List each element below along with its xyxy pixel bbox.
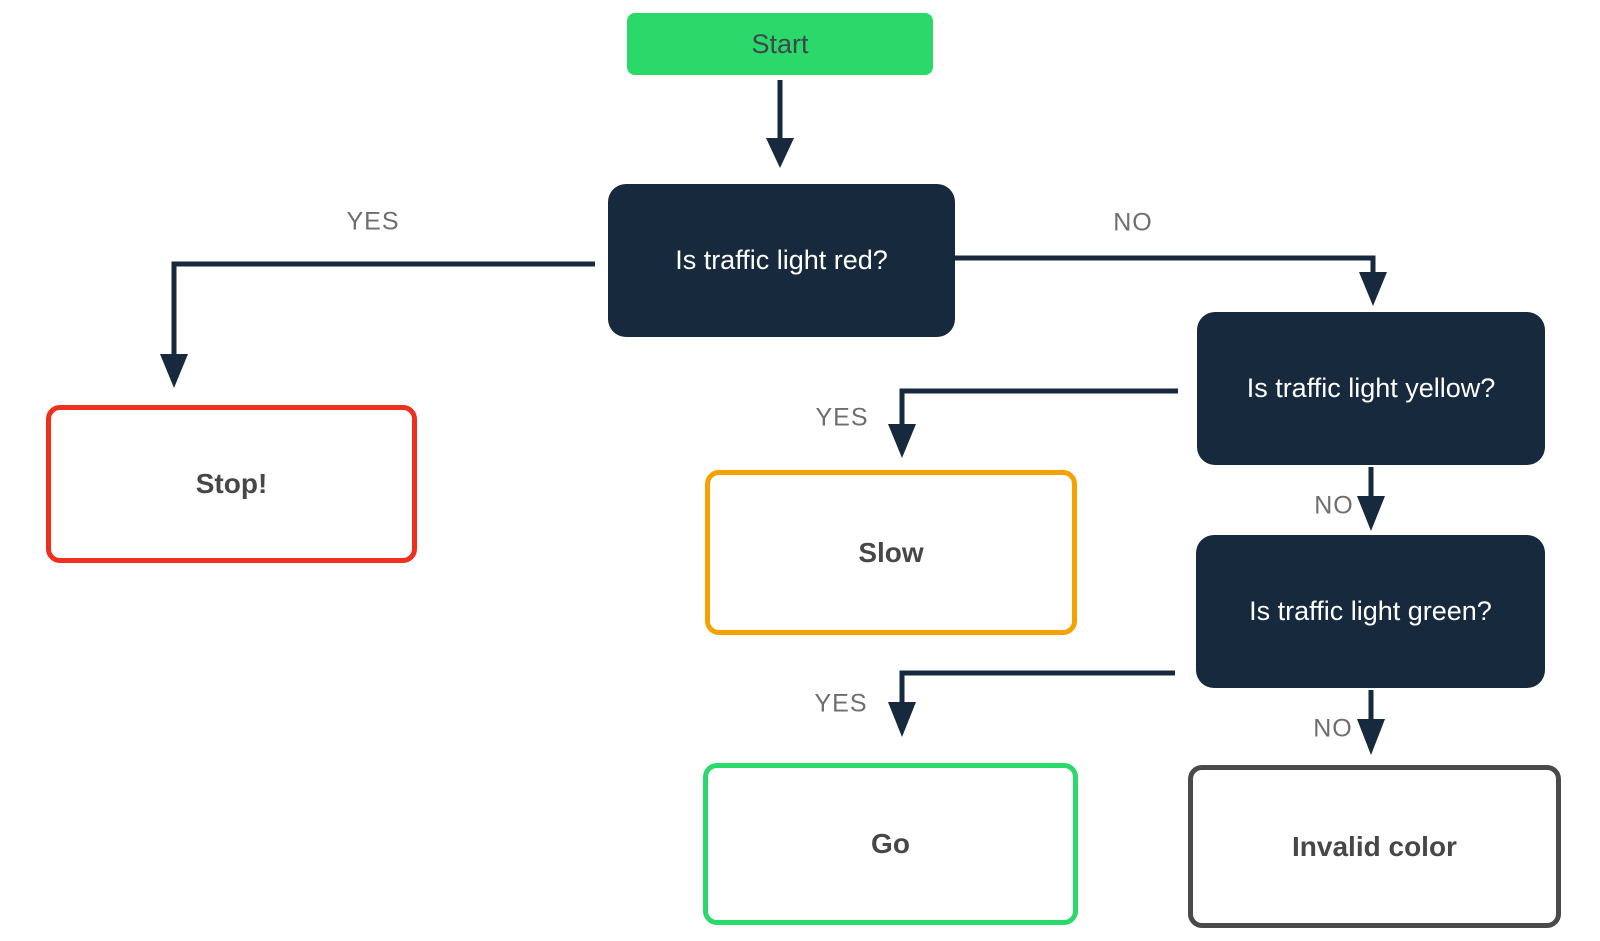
node-question-red-label: Is traffic light red? — [675, 245, 888, 275]
arrowhead-yellow-yes-to-slow — [888, 424, 916, 458]
node-question-yellow-label: Is traffic light yellow? — [1246, 373, 1496, 403]
node-go: Go — [703, 763, 1078, 925]
connector-green-yes-to-go — [899, 670, 1175, 704]
arrowhead-green-yes-to-go — [888, 702, 916, 737]
node-start-label: Start — [751, 28, 809, 59]
node-invalid-color-label: Invalid color — [1292, 830, 1457, 862]
edge-label-no-yellow: NO — [1314, 491, 1354, 520]
edge-label-no-green: NO — [1313, 714, 1353, 743]
node-slow-label: Slow — [858, 536, 924, 568]
arrowhead-start-to-red — [766, 138, 794, 168]
node-stop: Stop! — [46, 405, 417, 563]
arrowhead-yellow-no-to-green — [1357, 496, 1385, 531]
connector-yellow-yes-to-slow — [899, 388, 1178, 426]
connector-red-yes-to-stop — [171, 261, 595, 356]
node-slow: Slow — [705, 470, 1077, 635]
arrowhead-red-no-to-yellow — [1359, 272, 1387, 306]
node-go-label: Go — [871, 828, 910, 859]
arrowhead-green-no-to-invalid — [1357, 719, 1385, 755]
node-question-green-label: Is traffic light green? — [1249, 596, 1492, 626]
arrowhead-red-yes-to-stop — [160, 354, 188, 388]
node-start: Start — [627, 13, 933, 75]
edge-label-yes-red: YES — [346, 207, 400, 236]
edge-label-yes-green: YES — [814, 689, 868, 718]
node-question-red: Is traffic light red? — [608, 184, 955, 337]
connector-red-no-to-yellow — [955, 255, 1376, 274]
edge-label-no-red: NO — [1113, 208, 1153, 237]
node-question-yellow: Is traffic light yellow? — [1197, 312, 1545, 465]
edge-label-yes-yellow: YES — [815, 403, 869, 432]
node-stop-label: Stop! — [195, 468, 268, 499]
node-invalid-color: Invalid color — [1188, 765, 1561, 928]
node-question-green: Is traffic light green? — [1196, 535, 1545, 688]
